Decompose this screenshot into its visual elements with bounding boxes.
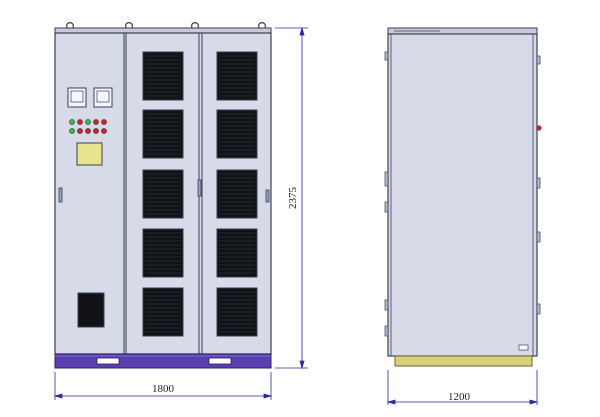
vent-grille bbox=[216, 51, 258, 101]
vent-grille bbox=[216, 228, 258, 278]
indicator-light bbox=[93, 119, 99, 125]
side-view bbox=[384, 27, 542, 367]
vent-grille bbox=[142, 228, 184, 278]
small-vent bbox=[77, 292, 105, 328]
digital-displays bbox=[67, 87, 113, 108]
side-depth-dimension bbox=[386, 370, 539, 405]
indicator-light bbox=[101, 128, 107, 134]
vent-grille bbox=[216, 287, 258, 337]
indicator-light bbox=[93, 128, 99, 134]
vent-grilles bbox=[142, 51, 258, 337]
base-feet bbox=[96, 357, 232, 365]
indicator-light bbox=[69, 119, 75, 125]
vent-grille bbox=[142, 169, 184, 219]
vent-grille bbox=[216, 109, 258, 159]
front-base bbox=[54, 353, 272, 369]
side-red-button bbox=[536, 125, 542, 131]
front-width-label: 1800 bbox=[152, 383, 175, 395]
front-height-dimension bbox=[275, 26, 308, 370]
indicator-light bbox=[77, 119, 83, 125]
front-top-cap bbox=[54, 27, 272, 34]
front-height-label: 2375 bbox=[287, 187, 299, 210]
indicator-light bbox=[69, 128, 75, 134]
indicator-lights bbox=[69, 119, 107, 134]
side-depth-label: 1200 bbox=[448, 391, 471, 403]
side-hinges bbox=[384, 51, 541, 337]
indicator-light bbox=[85, 119, 91, 125]
indicator-light bbox=[85, 128, 91, 134]
vent-grille bbox=[216, 169, 258, 219]
vent-grille bbox=[142, 109, 184, 159]
side-base bbox=[394, 355, 533, 367]
vent-grille bbox=[142, 51, 184, 101]
door-handles bbox=[58, 179, 270, 203]
front-width-dimension bbox=[53, 372, 273, 400]
front-view bbox=[54, 22, 272, 369]
vent-grille bbox=[142, 287, 184, 337]
nameplate bbox=[76, 142, 103, 166]
side-cabinet-body bbox=[387, 33, 538, 357]
side-label-plate bbox=[518, 344, 529, 351]
indicator-light bbox=[101, 119, 107, 125]
indicator-light bbox=[77, 128, 83, 134]
